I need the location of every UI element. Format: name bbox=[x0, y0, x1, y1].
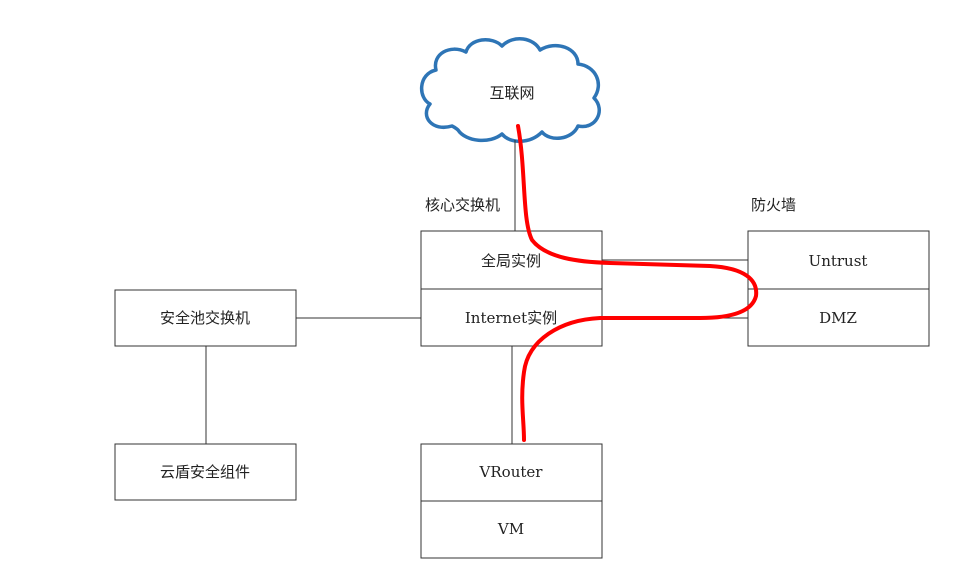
vrouter-vm-group: VRouter VM bbox=[420, 443, 603, 559]
dmz-zone-label: DMZ bbox=[819, 309, 857, 327]
firewall-title: 防火墙 bbox=[751, 196, 796, 214]
global-instance-label: 全局实例 bbox=[481, 252, 541, 270]
internet-cloud: 互联网 bbox=[420, 37, 601, 143]
core-switch-title: 核心交换机 bbox=[425, 196, 500, 214]
vrouter-label: VRouter bbox=[479, 463, 544, 481]
firewall: 防火墙 Untrust DMZ bbox=[747, 196, 930, 347]
internet-label: 互联网 bbox=[489, 84, 534, 102]
security-pool-switch: 安全池交换机 bbox=[114, 289, 297, 347]
cloud-shield-label: 云盾安全组件 bbox=[160, 463, 250, 481]
cloud-shield-box bbox=[114, 443, 297, 501]
internet-instance-label: Internet实例 bbox=[465, 309, 557, 327]
traffic-path bbox=[516, 124, 759, 442]
vm-label: VM bbox=[497, 520, 524, 538]
untrust-zone-label: Untrust bbox=[809, 252, 868, 270]
security-pool-switch-box bbox=[114, 289, 297, 347]
cloud-shield-component: 云盾安全组件 bbox=[114, 443, 297, 501]
cloud-icon bbox=[420, 37, 601, 143]
core-switch: 核心交换机 全局实例 Internet实例 bbox=[420, 196, 603, 347]
security-pool-switch-label: 安全池交换机 bbox=[160, 309, 250, 327]
